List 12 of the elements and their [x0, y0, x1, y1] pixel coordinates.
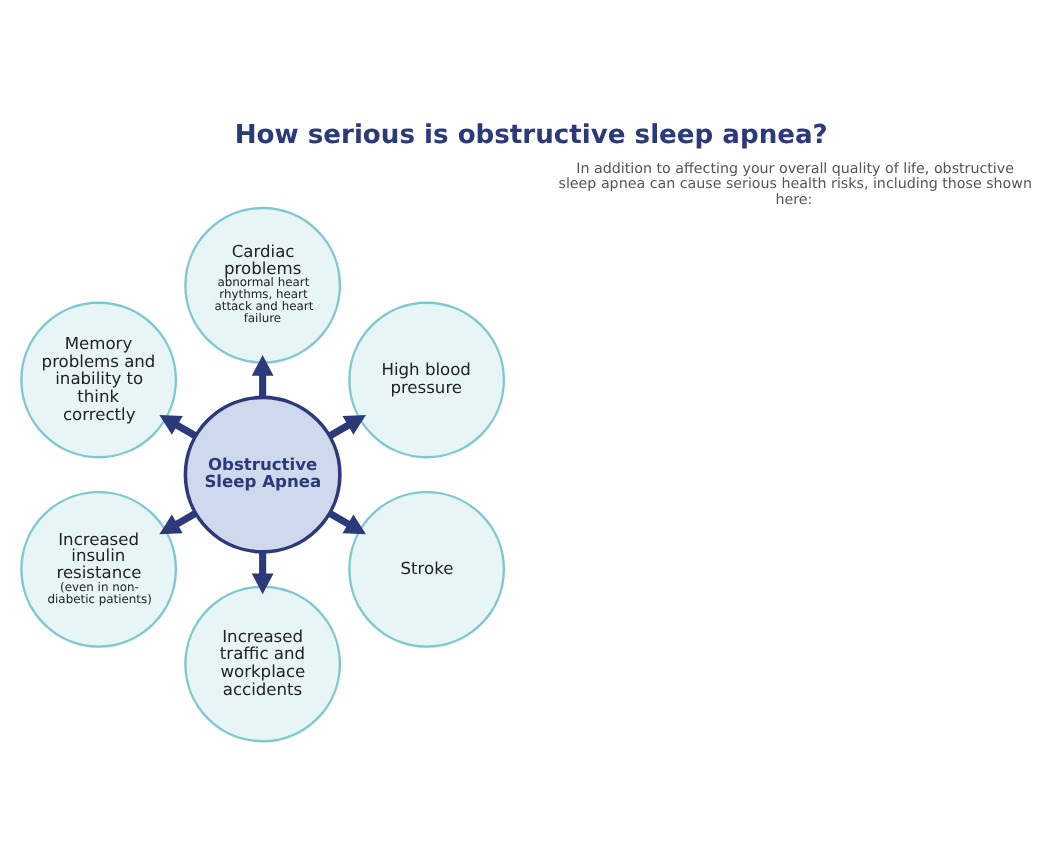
node-circle: Obstructive Sleep Apnea: [183, 395, 342, 554]
arrow: [251, 552, 274, 595]
node-circle: High blood pressure: [348, 301, 506, 459]
arrow: [251, 355, 274, 398]
node-circle: Memory problems and inability to think correctly: [20, 301, 178, 459]
arrow: [328, 415, 366, 439]
arrow: [328, 510, 366, 535]
arrow: [159, 415, 198, 439]
node-circle: Increased traffic and workplace accidents: [184, 585, 342, 743]
node-circle: Stroke: [348, 490, 506, 648]
arrow: [159, 510, 198, 535]
diagram-title: How serious is obstructive sleep apnea?: [234, 121, 828, 152]
